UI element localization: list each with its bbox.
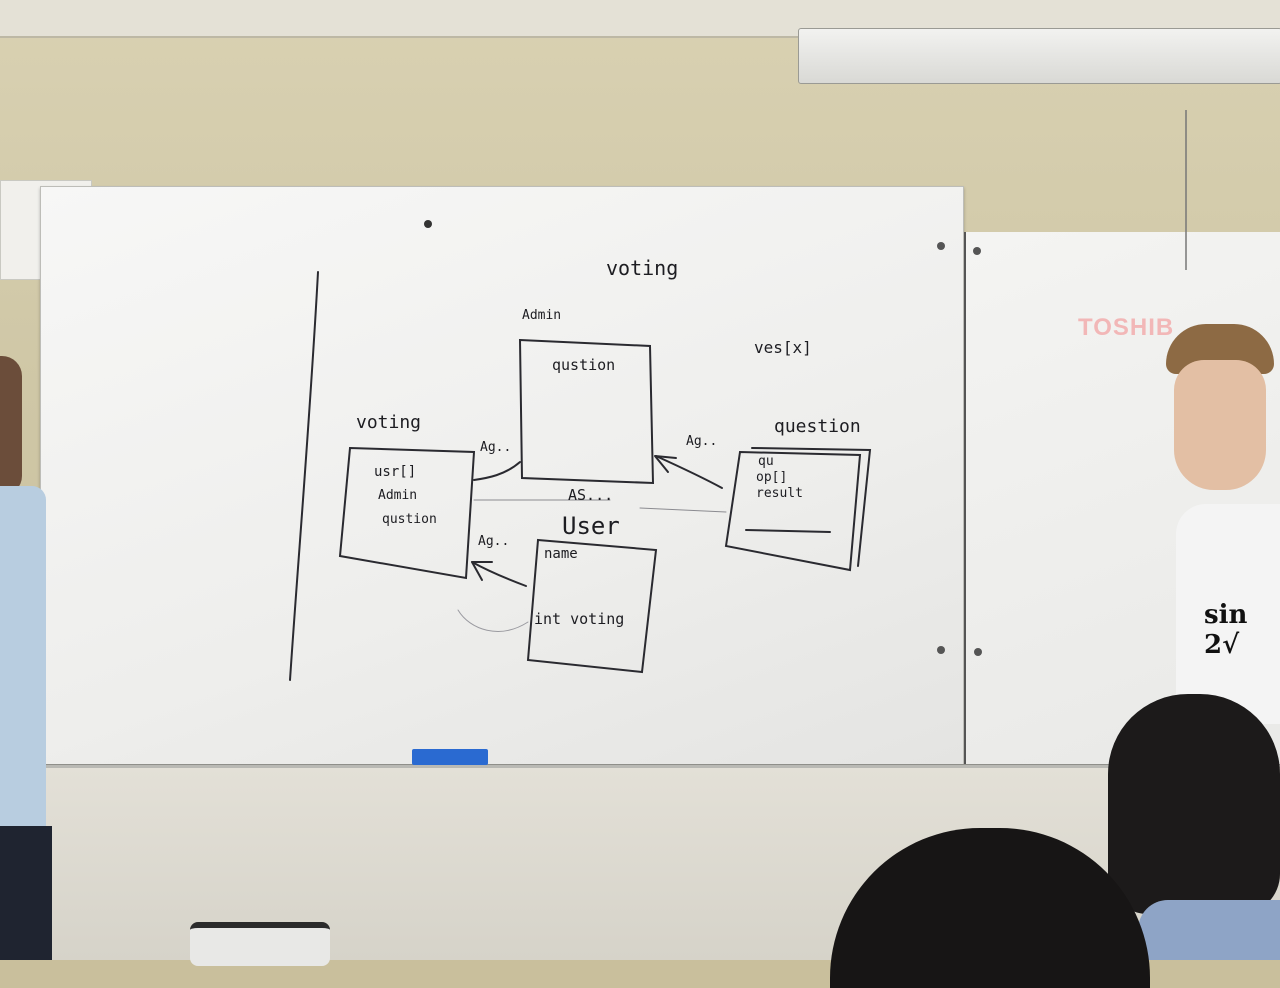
question-class-label: question xyxy=(774,416,861,437)
question-member-0: qu xyxy=(758,454,774,469)
aggregation-arrow-user xyxy=(471,561,527,587)
aggregation-label: Ag.. xyxy=(478,534,510,549)
person-left xyxy=(0,356,52,960)
voting-class-label: voting xyxy=(356,412,422,433)
board-note: ves[x] xyxy=(754,338,812,357)
association-label: AS... xyxy=(568,486,614,504)
audience-head-center xyxy=(830,828,1150,988)
board-margin-line xyxy=(289,271,319,681)
aggregation-arrow-admin xyxy=(473,461,521,481)
question-member-2: result xyxy=(756,486,803,501)
user-class-label: User xyxy=(562,512,620,540)
person-right: sin 2√ xyxy=(1160,324,1280,744)
voting-member-1: Admin xyxy=(378,488,418,503)
magnet-dot xyxy=(424,220,432,228)
admin-class-box xyxy=(518,338,655,485)
admin-class-label: Admin xyxy=(522,308,562,323)
question-class-box xyxy=(724,450,862,572)
diagram-title: voting xyxy=(606,256,679,280)
question-class-divider xyxy=(745,529,831,533)
voting-member-0: usr[] xyxy=(374,464,417,480)
aggregation-label: Ag.. xyxy=(480,440,512,455)
magnet-dot xyxy=(973,247,981,255)
question-class-box-shadow xyxy=(751,447,872,567)
question-member-1: op[] xyxy=(756,470,788,485)
uml-diagram-drawing xyxy=(289,110,1187,681)
trash-bin xyxy=(190,922,330,966)
admin-class-member: qustion xyxy=(552,356,616,374)
user-member-1: int voting xyxy=(534,610,625,628)
voting-class-box xyxy=(338,446,476,580)
magnet-dot xyxy=(937,646,945,654)
projector-brand-text: TOSHIB xyxy=(1078,314,1175,341)
voting-member-2: qustion xyxy=(382,512,437,527)
whiteboard-eraser xyxy=(412,749,488,765)
audience-head-right xyxy=(1108,694,1280,960)
magnet-dot xyxy=(974,648,982,656)
whiteboard-left xyxy=(40,186,964,770)
magnet-dot xyxy=(937,242,945,250)
shirt-print: sin 2√ xyxy=(1204,600,1248,660)
aggregation-arrow-question xyxy=(655,455,723,489)
aggregation-label: Ag.. xyxy=(686,434,718,449)
user-class-box xyxy=(526,538,658,674)
user-member-0: name xyxy=(544,546,578,562)
projector-screen-housing xyxy=(798,28,1280,84)
